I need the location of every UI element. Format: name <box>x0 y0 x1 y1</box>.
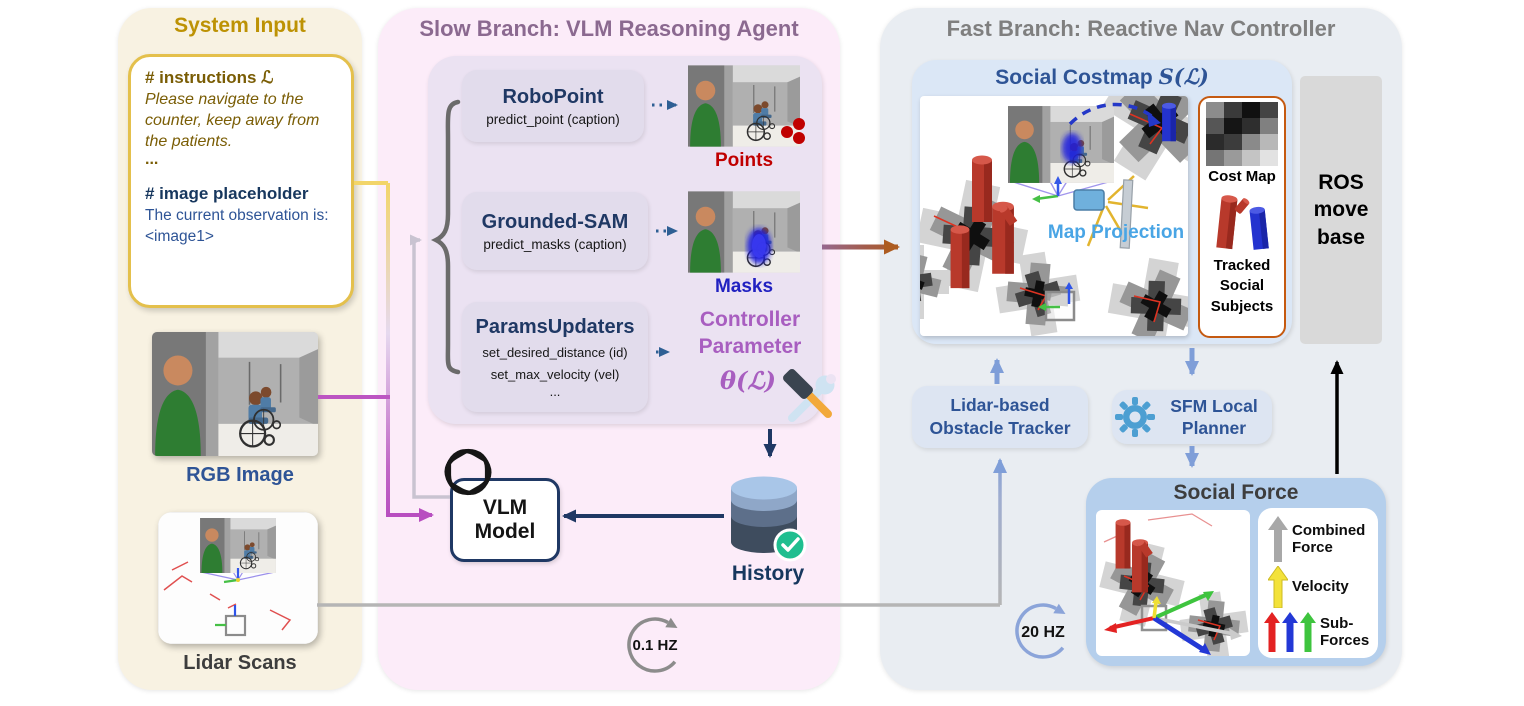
image-placeholder-heading: # image placeholder <box>145 184 309 204</box>
tool-grounded-sam-name: Grounded-SAM <box>481 210 629 233</box>
instruction-prompt-box: # instructions ℒ Please navigate to the … <box>128 54 354 308</box>
image-placeholder-body: The current observation is: <image1> <box>145 207 329 245</box>
tracked-subjects-icon <box>1216 194 1269 250</box>
fast-rate-label: 20 HZ <box>1021 624 1065 641</box>
slow-branch-title: Slow Branch: VLM Reasoning Agent <box>419 16 799 41</box>
cost-map-label: Cost Map <box>1208 168 1276 185</box>
projector-camera-icon <box>1073 189 1105 211</box>
tool-grounded-sam: Grounded-SAM predict_masks (caption) <box>462 192 648 270</box>
tool-robopoint-api: predict_point (caption) <box>486 111 620 127</box>
tool-params-api-1: set_desired_distance (id) <box>482 344 628 360</box>
history-label: History <box>731 562 805 585</box>
lidar-scan-thumbnail <box>158 512 318 644</box>
cost-map-thumbnail <box>1206 102 1278 166</box>
map-projection-label: Map Projection <box>1048 222 1184 243</box>
masks-label: Masks <box>714 276 774 297</box>
lidar-scans-label: Lidar Scans <box>183 652 297 674</box>
masks-output-image <box>688 190 800 274</box>
velocity-arrow-icon <box>1268 566 1288 608</box>
slow-rate-label: 0.1 HZ <box>632 637 677 654</box>
tool-params-updaters: ParamsUpdaters set_desired_distance (id)… <box>462 302 648 412</box>
legend-sub-forces: Sub- Forces <box>1264 612 1369 652</box>
slow-rate-cycle-icon: 0.1 HZ <box>627 617 678 673</box>
force-legend-box: Combined Force Velocity Sub- Forces <box>1258 508 1378 658</box>
tracked-subjects-label: Tracked Social Subjects <box>1210 257 1274 315</box>
fast-rate-cycle-icon: 20 HZ <box>1015 603 1066 659</box>
sfm-planner-label: SFM Local Planner <box>1170 396 1258 438</box>
points-label: Points <box>714 150 774 171</box>
legend-velocity: Velocity <box>1268 566 1349 608</box>
openai-logo-icon <box>444 448 492 496</box>
social-costmap-visualization: Map Projection <box>920 96 1188 336</box>
combined-force-label: Combined Force <box>1292 521 1366 556</box>
ros-move-base-box: ROS move base <box>1300 76 1382 344</box>
obstacle-tracker-box: Lidar-based Obstacle Tracker <box>912 386 1088 448</box>
points-output-image <box>688 64 805 148</box>
social-costmap-title: Social Costmap S(ℒ) <box>912 64 1292 90</box>
social-costmap-symbol: S(ℒ) <box>1158 64 1209 89</box>
social-costmap-title-text: Social Costmap <box>995 66 1153 89</box>
history-database-icon <box>731 476 807 562</box>
system-input-title: System Input <box>174 14 306 37</box>
fast-branch-title: Fast Branch: Reactive Nav Controller <box>946 16 1336 41</box>
combined-force-arrow-icon <box>1268 516 1288 562</box>
legend-combined-force: Combined Force <box>1268 516 1365 562</box>
rgb-image-thumbnail <box>152 332 318 456</box>
controller-parameter-symbol: θ(ℒ) <box>719 366 776 395</box>
gear-icon <box>1115 397 1155 437</box>
sub-forces-arrows-icon <box>1264 612 1316 652</box>
tool-params-api-2: set_max_velocity (vel) <box>490 366 620 382</box>
tool-params-updaters-name: ParamsUpdaters <box>475 315 635 338</box>
tool-robopoint-name: RoboPoint <box>502 85 604 108</box>
instructions-heading: # instructions ℒ <box>145 68 274 87</box>
social-force-visualization <box>1096 510 1250 656</box>
social-force-title: Social Force <box>1173 481 1299 504</box>
tool-grounded-sam-api: predict_masks (caption) <box>483 236 627 252</box>
check-icon <box>773 528 807 562</box>
controller-parameter-label: Controller Parameter <box>698 308 802 359</box>
rgb-image-label: RGB Image <box>186 464 294 486</box>
velocity-label: Velocity <box>1292 578 1349 596</box>
hammer-wrench-icon <box>783 369 836 422</box>
tool-params-api-3: ... <box>549 383 561 399</box>
instructions-ellipsis: ... <box>145 151 159 169</box>
tool-robopoint: RoboPoint predict_point (caption) <box>462 70 644 142</box>
sub-forces-label: Sub- Forces <box>1320 614 1370 649</box>
instructions-body: Please navigate to the counter, keep awa… <box>145 91 320 150</box>
